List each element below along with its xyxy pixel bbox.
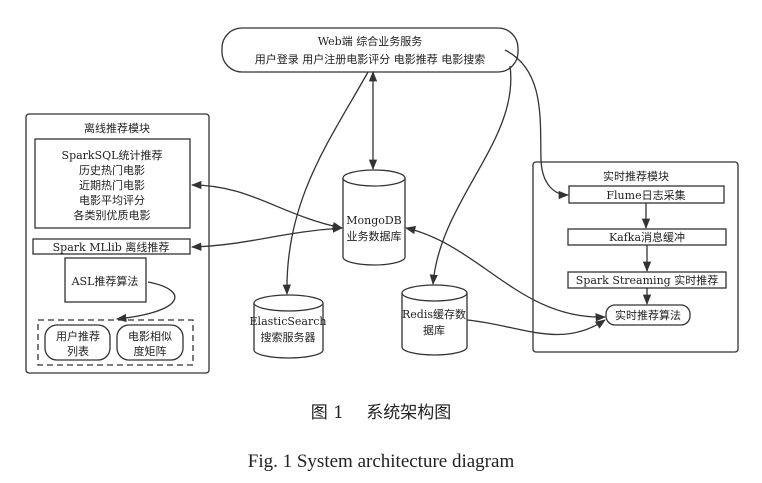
elasticsearch-line: ElasticSearch bbox=[250, 315, 327, 328]
mongodb-line: MongoDB bbox=[346, 214, 402, 227]
redis-line: 据库 bbox=[423, 323, 445, 337]
arrow-als-results bbox=[115, 281, 176, 323]
arrow-web-redis bbox=[429, 65, 512, 286]
realtime-module: 实时推荐模块 Flume日志采集 Kafka消息缓冲 Spark Streami… bbox=[532, 161, 739, 353]
connectors bbox=[115, 49, 652, 336]
redis-node: Redis缓存数 据库 bbox=[401, 284, 468, 356]
similarity-line: 度矩阵 bbox=[134, 344, 167, 358]
arrow-redis-algorithm bbox=[466, 319, 606, 336]
algorithm-label: 实时推荐算法 bbox=[615, 308, 681, 322]
similarity-line: 电影相似 bbox=[128, 330, 172, 343]
sparksql-line: 电影平均评分 bbox=[79, 194, 145, 207]
elasticsearch-line: 搜索服务器 bbox=[261, 330, 316, 344]
mongodb-line: 业务数据库 bbox=[347, 229, 402, 243]
sparksql-line: 历史热门电影 bbox=[79, 163, 145, 177]
arrow-mongodb-algorithm bbox=[404, 226, 607, 322]
sparksql-line: SparkSQL统计推荐 bbox=[62, 148, 163, 162]
flume-label: Flume日志采集 bbox=[606, 188, 685, 202]
elasticsearch-node: ElasticSearch 搜索服务器 bbox=[250, 294, 327, 359]
user-list-line: 用户推荐 bbox=[56, 329, 100, 343]
caption-zh: 图 1 系统架构图 bbox=[311, 403, 452, 423]
arrow-web-flume bbox=[504, 49, 570, 200]
als-label: ASL推荐算法 bbox=[71, 274, 139, 288]
streaming-label: Spark Streaming 实时推荐 bbox=[576, 273, 718, 287]
realtime-title: 实时推荐模块 bbox=[603, 169, 669, 183]
web-service-node: Web端 综合业务服务 用户登录 用户注册电影评分 电影推荐 电影搜索 bbox=[221, 27, 519, 73]
sparksql-line: 近期热门电影 bbox=[79, 178, 145, 192]
arrow-web-elasticsearch bbox=[282, 71, 369, 296]
web-title: Web端 综合业务服务 bbox=[318, 34, 422, 48]
kafka-label: Kafka消息缓冲 bbox=[609, 230, 685, 244]
caption-en: Fig. 1 System architecture diagram bbox=[248, 451, 515, 472]
arrow-mongodb-sparksql bbox=[190, 180, 344, 231]
sparksql-line: 各类别优质电影 bbox=[74, 208, 151, 222]
web-subtitle: 用户登录 用户注册电影评分 电影推荐 电影搜索 bbox=[255, 52, 486, 66]
user-list-line: 列表 bbox=[67, 344, 89, 358]
arrow-mongodb-mllib bbox=[190, 224, 344, 251]
mllib-label: Spark MLlib 离线推荐 bbox=[53, 240, 170, 254]
offline-module: 离线推荐模块 SparkSQL统计推荐 历史热门电影 近期热门电影 电影平均评分… bbox=[25, 113, 210, 374]
redis-line: Redis缓存数 bbox=[402, 307, 466, 321]
mongodb-node: MongoDB 业务数据库 bbox=[342, 169, 406, 266]
offline-title: 离线推荐模块 bbox=[84, 121, 150, 135]
